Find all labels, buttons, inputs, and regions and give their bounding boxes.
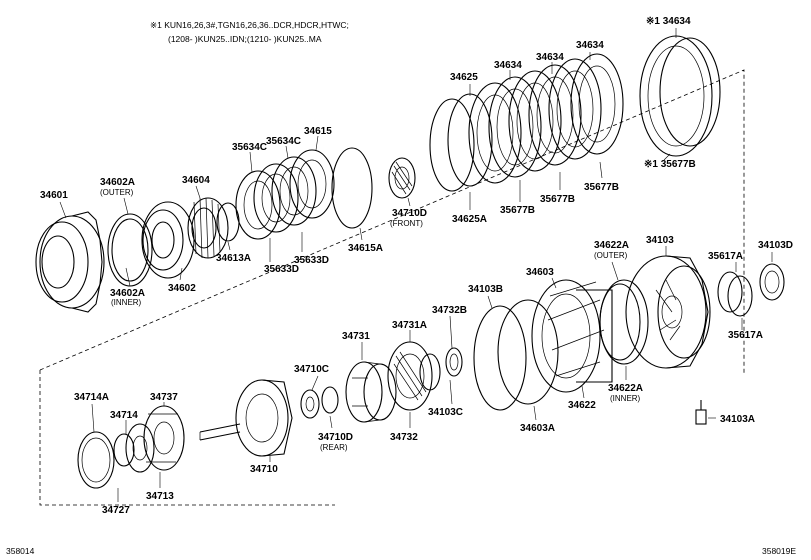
part-34731A-one-way-clutch[interactable]: [387, 341, 441, 411]
label-34710C: 34710C: [294, 364, 329, 375]
part-35617A-seal-rings[interactable]: [717, 271, 753, 317]
label-34634-a: 34634: [494, 60, 522, 71]
applicability-note-line1: ※1 KUN16,26,3#,TGN16,26,36..DCR,HDCR,HTW…: [150, 20, 349, 30]
label-inner-2: (INNER): [610, 394, 641, 403]
part-34103B-ring[interactable]: [473, 305, 527, 411]
label-34727: 34727: [102, 505, 130, 516]
label-34622A-inner: 34622A: [608, 383, 643, 394]
label-34634-c: 34634: [576, 40, 604, 51]
label-34602: 34602: [168, 283, 196, 294]
label-34710: 34710: [250, 464, 278, 475]
label-35634C-a: 35634C: [232, 142, 267, 153]
label-35617A-b: 35617A: [728, 330, 763, 341]
label-34713: 34713: [146, 491, 174, 502]
label-34634-alt: ※1 34634: [646, 16, 691, 27]
part-34713-gear[interactable]: [125, 423, 155, 473]
label-34714A: 34714A: [74, 392, 109, 403]
label-35633D-b: 35633D: [294, 255, 329, 266]
part-34604-return-spring[interactable]: [187, 197, 229, 259]
label-rear: (REAR): [320, 443, 348, 452]
label-34732B: 34732B: [432, 305, 467, 316]
part-34634-35677B-alt[interactable]: [639, 35, 721, 157]
label-front: (FRONT): [390, 219, 423, 228]
label-34601: 34601: [40, 190, 68, 201]
label-34602A-inner: 34602A: [110, 288, 145, 299]
label-34622: 34622: [568, 400, 596, 411]
part-34710-planetary-carrier[interactable]: [199, 379, 293, 457]
label-35617A-a: 35617A: [708, 251, 743, 262]
label-34737: 34737: [150, 392, 178, 403]
label-34103C: 34103C: [428, 407, 463, 418]
leader-lines: [59, 28, 773, 502]
label-34615A: 34615A: [348, 243, 383, 254]
part-34603A-snap-ring[interactable]: [497, 299, 559, 405]
label-34710D-rear: 34710D: [318, 432, 353, 443]
label-34103D: 34103D: [758, 240, 793, 251]
part-34710D-front-bearing[interactable]: [388, 157, 416, 199]
label-34603: 34603: [526, 267, 554, 278]
label-outer-1: (OUTER): [100, 188, 134, 197]
label-34634-b: 34634: [536, 52, 564, 63]
upper-assembly-boundary: [39, 69, 745, 375]
part-34103D-thrust-washer[interactable]: [759, 263, 785, 301]
part-34103-drum[interactable]: [625, 255, 711, 369]
label-34604: 34604: [182, 175, 210, 186]
part-clutch-plates-35634C-35633D[interactable]: [235, 149, 335, 240]
lower-assembly-boundary: [39, 370, 335, 506]
part-clutch-pack-34634-35677B[interactable]: [468, 53, 624, 184]
applicability-note-line2: (1208- )KUN25..IDN;(1210- )KUN25..MA: [168, 34, 322, 44]
label-34714: 34714: [110, 410, 138, 421]
part-34714A-34727-ring[interactable]: [77, 431, 115, 489]
label-34731: 34731: [342, 331, 370, 342]
label-34731A: 34731A: [392, 320, 427, 331]
part-34603-piston[interactable]: [531, 279, 613, 393]
label-35633D-a: 35633D: [264, 264, 299, 275]
label-35677B-alt: ※1 35677B: [644, 159, 696, 170]
part-34731-hub[interactable]: [345, 361, 397, 423]
label-34615: 34615: [304, 126, 332, 137]
part-34710C-34710D-rear[interactable]: [300, 386, 339, 419]
label-34103: 34103: [646, 235, 674, 246]
label-outer-2: (OUTER): [594, 251, 628, 260]
label-34625A: 34625A: [452, 214, 487, 225]
footer-code-left: 358014: [6, 546, 35, 556]
label-35677B-b: 35677B: [540, 194, 575, 205]
part-34622A-seal-ring[interactable]: [599, 279, 649, 365]
label-34103A: 34103A: [720, 414, 755, 425]
label-34732: 34732: [390, 432, 418, 443]
part-34103A-bolt[interactable]: [695, 400, 707, 425]
label-34603A: 34603A: [520, 423, 555, 434]
label-35677B-c: 35677B: [584, 182, 619, 193]
part-34602-piston[interactable]: [141, 201, 195, 279]
label-34103B: 34103B: [468, 284, 503, 295]
part-34737-sun-gear[interactable]: [143, 405, 185, 471]
footer-code-right: 358019E: [762, 546, 796, 556]
part-34714-washer[interactable]: [113, 433, 135, 467]
label-34622A-outer: 34622A: [594, 240, 629, 251]
label-35677B-a: 35677B: [500, 205, 535, 216]
part-34601-drum[interactable]: [35, 211, 105, 313]
label-34625: 34625: [450, 72, 478, 83]
part-34615A-snap-ring[interactable]: [331, 147, 373, 229]
label-34602A-outer: 34602A: [100, 177, 135, 188]
label-34710D-front: 34710D: [392, 208, 427, 219]
label-35634C-b: 35634C: [266, 136, 301, 147]
label-34613A: 34613A: [216, 253, 251, 264]
label-inner-1: (INNER): [111, 298, 142, 307]
part-34732B-washer[interactable]: [445, 347, 463, 377]
